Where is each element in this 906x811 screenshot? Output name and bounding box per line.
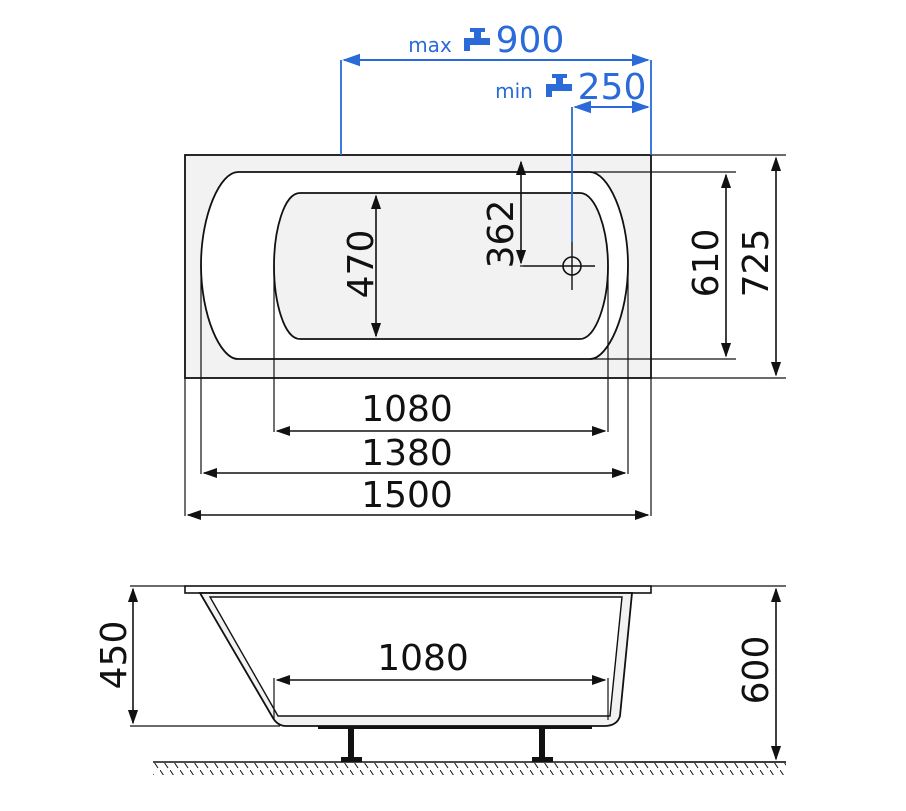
tub-legs <box>318 726 592 762</box>
faucet-icon <box>546 74 572 97</box>
faucet-max-value: 900 <box>496 20 565 61</box>
dim-label-470: 470 <box>341 230 382 299</box>
dim-label-600: 600 <box>736 636 777 705</box>
dim-label-362: 362 <box>481 200 522 269</box>
floor-hatch <box>153 763 786 775</box>
side-view: 450 600 1080 <box>94 585 786 775</box>
dim-label-1380: 1380 <box>361 433 453 474</box>
tub-body-side-inner <box>208 596 623 717</box>
dim-label-1500: 1500 <box>361 475 453 516</box>
extension-lines <box>184 154 786 516</box>
dim-label-1080-side: 1080 <box>377 638 469 679</box>
tub-rim-side <box>184 585 652 594</box>
side-extension-lines <box>130 585 786 763</box>
dim-label-610: 610 <box>686 229 727 298</box>
faucet-icon <box>464 28 490 51</box>
dim-label-725: 725 <box>736 229 777 298</box>
faucet-dimensions: max 900 min 250 <box>340 20 652 242</box>
dim-label-450: 450 <box>94 621 135 690</box>
faucet-max-prefix: max <box>408 33 452 57</box>
faucet-min-value: 250 <box>578 67 647 108</box>
faucet-min-prefix: min <box>495 79 533 103</box>
drain-icon <box>523 242 595 290</box>
top-view: 470 362 610 725 1080 1380 1500 <box>184 154 786 521</box>
dim-label-1080-top: 1080 <box>361 389 453 430</box>
